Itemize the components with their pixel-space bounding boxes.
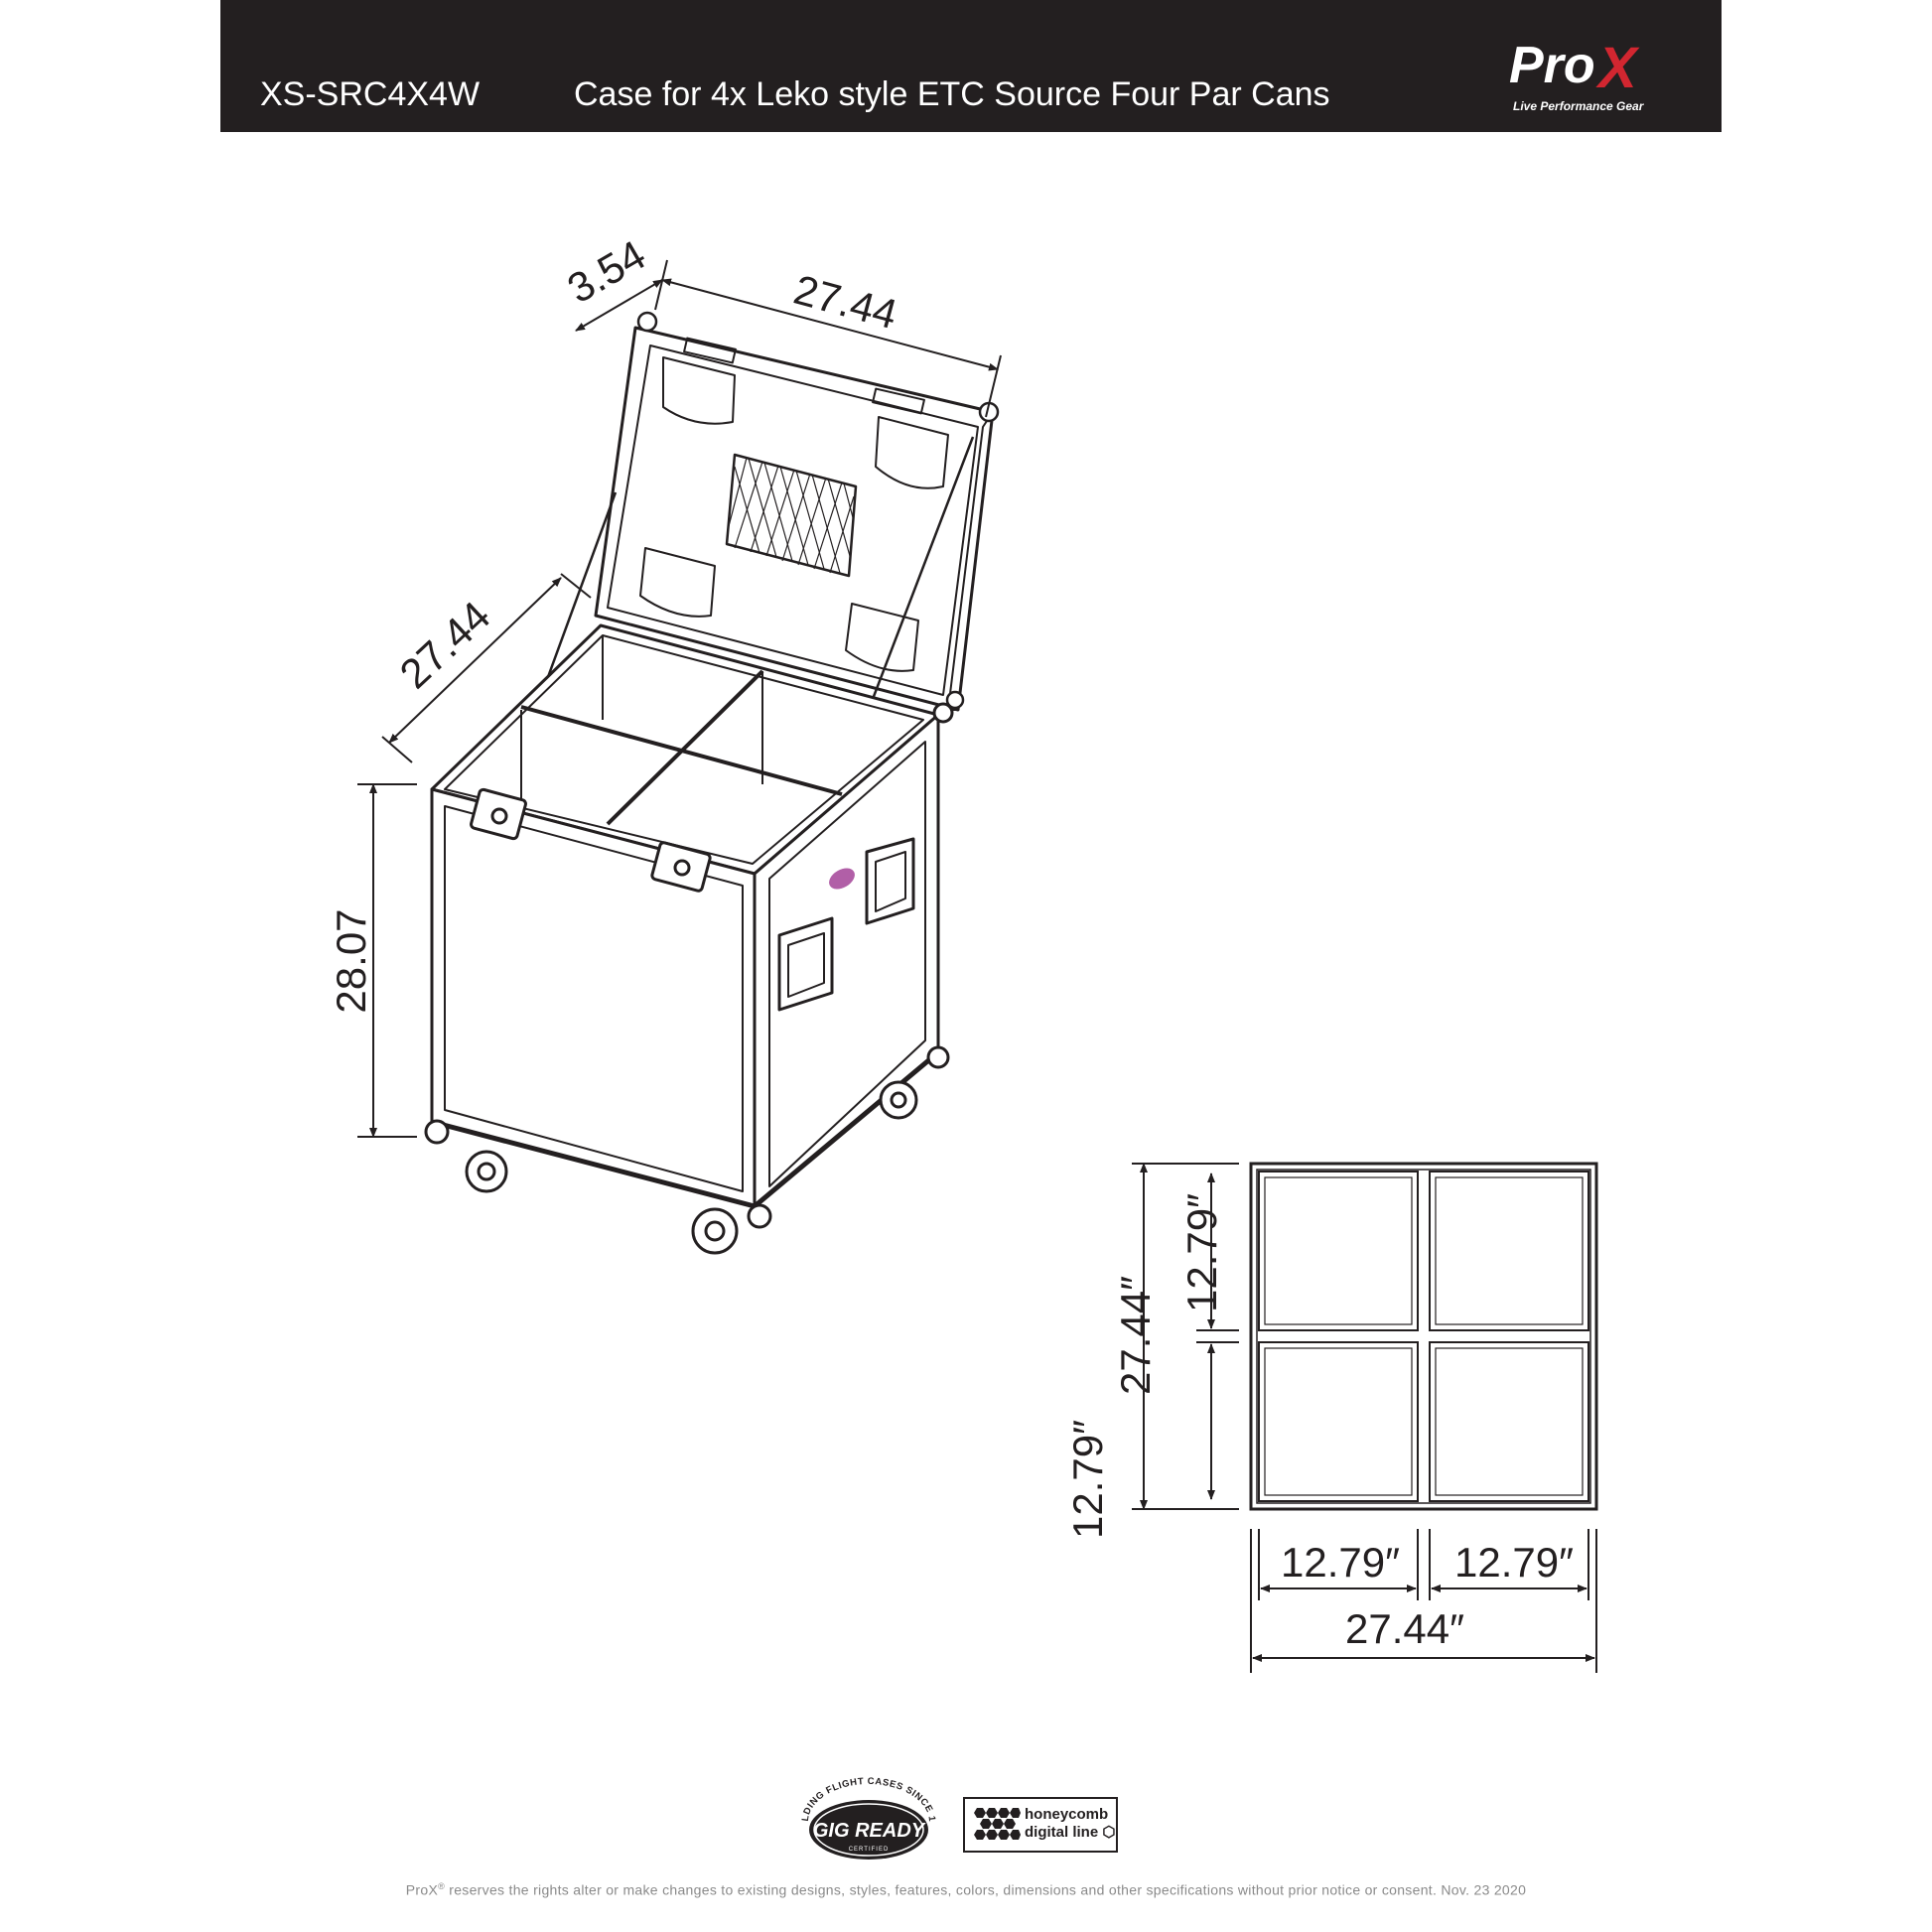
- ext-line-4: [560, 573, 592, 599]
- bottom-rail-front: [431, 1119, 756, 1209]
- lid-inner-panel: [607, 345, 979, 696]
- compartment-inner-3: [1264, 1347, 1413, 1496]
- model-number: XS-SRC4X4W: [260, 75, 481, 113]
- logo-tagline: Live Performance Gear: [1513, 99, 1644, 113]
- side-face-inner: [768, 741, 926, 1187]
- honeycomb-line1: honeycomb: [1025, 1806, 1109, 1823]
- ext-line-2: [985, 354, 1002, 418]
- dim-lid-width: 27.44: [789, 266, 902, 339]
- dim-overall-width: 27.44″: [1345, 1605, 1464, 1652]
- divider-vertical: [606, 669, 764, 826]
- dim-right-width: 12.79″: [1454, 1539, 1574, 1586]
- side-handle-2: [777, 916, 834, 1012]
- caster-3: [879, 1080, 918, 1120]
- dim-top-height: 12.79″: [1178, 1193, 1225, 1312]
- footer-text: reserves the rights alter or make change…: [445, 1881, 1527, 1898]
- latch-2: [650, 841, 712, 893]
- caster-1: [465, 1150, 508, 1193]
- honeycomb-badge: honeycomb digital line ⬡: [963, 1797, 1118, 1853]
- compartment-inner-4: [1435, 1347, 1584, 1496]
- honeycomb-line2-row: digital line ⬡: [1025, 1824, 1115, 1842]
- plan-dimension-lines: [1132, 1163, 1597, 1673]
- product-title: Case for 4x Leko style ETC Source Four P…: [574, 75, 1330, 113]
- footer-brand: ProX: [405, 1881, 439, 1898]
- dim-depth: 27.44: [391, 592, 499, 697]
- latch-1: [470, 787, 527, 841]
- iso-dimension-lines: [357, 259, 1002, 1138]
- gig-ready-badge: BUILDING FLIGHT CASES SINCE 1984 GIG REA…: [794, 1772, 937, 1860]
- dim-line-depth: [388, 577, 562, 744]
- lid-pouch-2: [875, 416, 949, 489]
- honeycomb-text: honeycomb digital line ⬡: [1025, 1806, 1115, 1842]
- footer-disclaimer: ProX® reserves the rights alter or make …: [0, 1881, 1932, 1898]
- lid-corner-1: [636, 311, 658, 333]
- lid-corner-3: [945, 690, 965, 710]
- lid-pouch-1: [662, 356, 736, 425]
- lid-hinge-2: [872, 387, 925, 415]
- case-isometric: [424, 311, 1000, 1255]
- honeycomb-icon: [974, 1808, 1021, 1840]
- ext-line-1: [654, 259, 668, 311]
- lid-pouch-3: [639, 547, 716, 618]
- corner-ball-4: [932, 702, 954, 724]
- bottom-rail-side: [753, 1050, 940, 1208]
- compartment-bottom-left: [1258, 1341, 1419, 1502]
- compartment-inner-2: [1435, 1176, 1584, 1325]
- hexagon-icon: ⬡: [1102, 1824, 1116, 1841]
- dim-line-lid-width: [661, 278, 999, 371]
- dim-lid-depth: 3.54: [560, 231, 653, 313]
- logo-x: X: [1598, 36, 1637, 100]
- brand-badge: [829, 868, 855, 890]
- plan-outer: [1249, 1162, 1598, 1511]
- prox-logo: Pro X Live Performance Gear: [1501, 36, 1690, 114]
- honeycomb-line2: digital line: [1025, 1824, 1099, 1841]
- dim-bottom-height: 12.79″: [1064, 1420, 1111, 1539]
- plan-view: [1249, 1162, 1598, 1511]
- logo-pro: Pro: [1509, 37, 1595, 94]
- compartment-top-right: [1429, 1171, 1589, 1331]
- plan-outer-inner: [1256, 1169, 1591, 1504]
- header-bar: XS-SRC4X4W Case for 4x Leko style ETC So…: [220, 0, 1722, 132]
- gig-sub-text: CERTIFIED: [849, 1847, 890, 1853]
- corner-ball-1: [424, 1119, 450, 1145]
- front-face-inner: [444, 805, 744, 1192]
- compartment-inner-1: [1264, 1176, 1413, 1325]
- compartment-bottom-right: [1429, 1341, 1589, 1502]
- lid-mesh-net: [725, 453, 858, 578]
- ext-line-3: [381, 736, 413, 763]
- dim-line-lid-depth: [575, 279, 663, 332]
- corner-ball-2: [747, 1203, 772, 1229]
- footer-mark: ®: [438, 1881, 446, 1891]
- gig-main-text: GIG READY: [813, 1820, 926, 1842]
- side-handle-1: [865, 837, 915, 925]
- dim-left-width: 12.79″: [1281, 1539, 1400, 1586]
- dim-height: 28.07: [328, 908, 374, 1013]
- dim-overall-height: 27.44″: [1112, 1276, 1159, 1395]
- corner-ball-3: [926, 1045, 950, 1069]
- caster-2: [691, 1207, 739, 1255]
- compartment-top-left: [1258, 1171, 1419, 1331]
